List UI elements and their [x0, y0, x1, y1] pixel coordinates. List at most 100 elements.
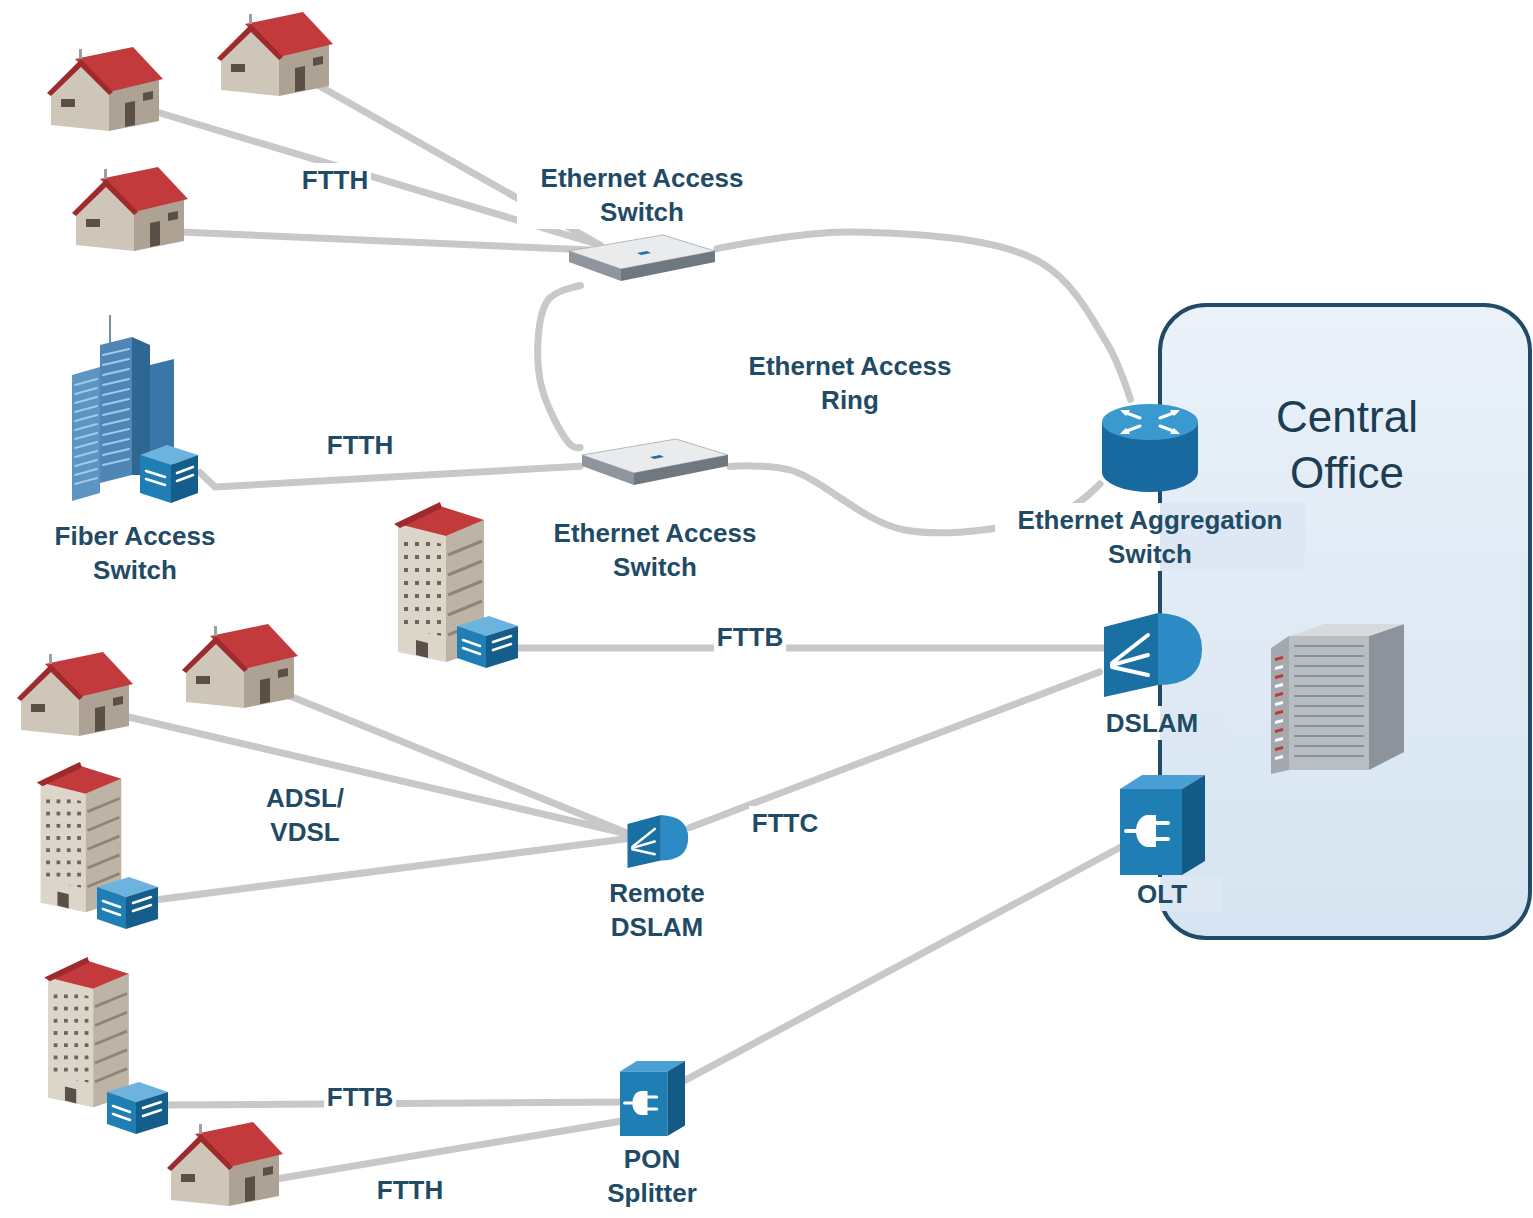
icon-part [1275, 746, 1283, 751]
fiber-link [538, 286, 581, 448]
icon [1104, 613, 1202, 697]
icon-part [569, 251, 621, 281]
icon-part [634, 455, 728, 485]
cabinet-icon [1269, 624, 1409, 774]
icon-part [1112, 655, 1148, 665]
icon-part [75, 424, 97, 430]
rack-cabinet [1271, 624, 1404, 774]
device-label: Remote DSLAM [582, 876, 732, 944]
icon [582, 439, 728, 485]
icon-part [75, 415, 97, 421]
icon-part [1120, 789, 1182, 875]
link-label: FTTH [374, 1173, 446, 1207]
router-node: Ethernet Aggregation Switch [1100, 400, 1200, 495]
icon-part [100, 337, 132, 483]
icon-part [1275, 665, 1283, 670]
icon-part [1120, 428, 1130, 434]
icon-part [624, 1101, 632, 1104]
fiber-link [685, 848, 1120, 1081]
icon-part [1275, 728, 1283, 733]
icon-part [1275, 692, 1283, 697]
icon-part [103, 439, 129, 445]
device-label: OLT [1102, 877, 1222, 911]
device-icon [1100, 605, 1205, 700]
icon [1102, 404, 1198, 492]
houses [17, 12, 333, 1206]
device-icon [567, 231, 717, 286]
icon-part [1275, 737, 1283, 742]
icon-part [1120, 410, 1130, 416]
icon-part [1295, 715, 1363, 717]
icon-part [632, 842, 654, 848]
icon-part [75, 379, 97, 385]
icon-part [1156, 821, 1168, 825]
icon-part [103, 359, 129, 365]
icon-part [103, 409, 129, 415]
icon-part [1275, 710, 1283, 715]
icon-part [146, 479, 165, 485]
icon-part [1104, 613, 1158, 697]
device-icon [620, 1061, 685, 1136]
icon-part [1289, 636, 1369, 770]
icon-part [1295, 675, 1363, 677]
link-label: Ethernet Access Ring [730, 349, 970, 417]
icon-part [1275, 683, 1283, 688]
device-icon [1120, 775, 1205, 875]
apartment-buildings [37, 502, 518, 1134]
icon-part [75, 406, 97, 412]
icon-part [75, 460, 97, 466]
icon [620, 1061, 685, 1136]
icon [627, 815, 688, 868]
icon-part [103, 429, 129, 435]
ethernet-switch: Ethernet Access Switch [567, 231, 717, 286]
icon-part [1275, 674, 1283, 679]
icon-part [109, 315, 111, 345]
icon-part [75, 397, 97, 403]
icon-part [1275, 656, 1283, 661]
device-label: PON Splitter [592, 1142, 712, 1210]
link-label: FTTH [324, 428, 396, 462]
icon-part [1295, 685, 1363, 687]
icon-part [1158, 613, 1202, 685]
olt-node: OLT [1120, 775, 1205, 875]
icon-part [1136, 815, 1156, 847]
icon-part [650, 455, 664, 459]
icon-part [103, 379, 129, 385]
device-label: Ethernet Access Switch [530, 516, 780, 584]
icon-part [647, 1095, 656, 1098]
icon-part [1275, 701, 1283, 706]
icon-part [75, 388, 97, 394]
icon-part [103, 459, 129, 465]
icon-part [632, 1091, 647, 1115]
icon-part [103, 349, 129, 355]
icon-part [667, 1061, 685, 1136]
building-switch: Fiber Access Switch [70, 315, 200, 505]
icon-part [1126, 829, 1136, 833]
link-label: FTTH [299, 163, 371, 197]
icon-part [177, 467, 193, 473]
icon [72, 315, 198, 503]
icon-part [146, 471, 165, 477]
icon [569, 235, 715, 281]
ethernet-switch: Ethernet Access Switch [580, 435, 730, 490]
icon-part [1289, 624, 1404, 636]
icon-part [582, 455, 634, 485]
device-icon [70, 315, 200, 505]
icon-part [660, 815, 687, 860]
icon-part [1170, 410, 1180, 416]
icon-part [1369, 624, 1404, 770]
device-label: Fiber Access Switch [30, 519, 240, 587]
dslam-node: Remote DSLAM [625, 810, 690, 870]
link-label: FTTB [324, 1080, 396, 1114]
icon-part [1275, 755, 1283, 760]
fiber-link [690, 672, 1100, 828]
icon-part [177, 475, 193, 481]
icon-part [1102, 404, 1198, 440]
icon-part [1295, 655, 1363, 657]
device-label: Ethernet Access Switch [517, 161, 767, 229]
icon-part [140, 455, 171, 503]
icon-part [647, 1107, 656, 1110]
icon-part [75, 433, 97, 439]
icon-part [1295, 725, 1363, 727]
